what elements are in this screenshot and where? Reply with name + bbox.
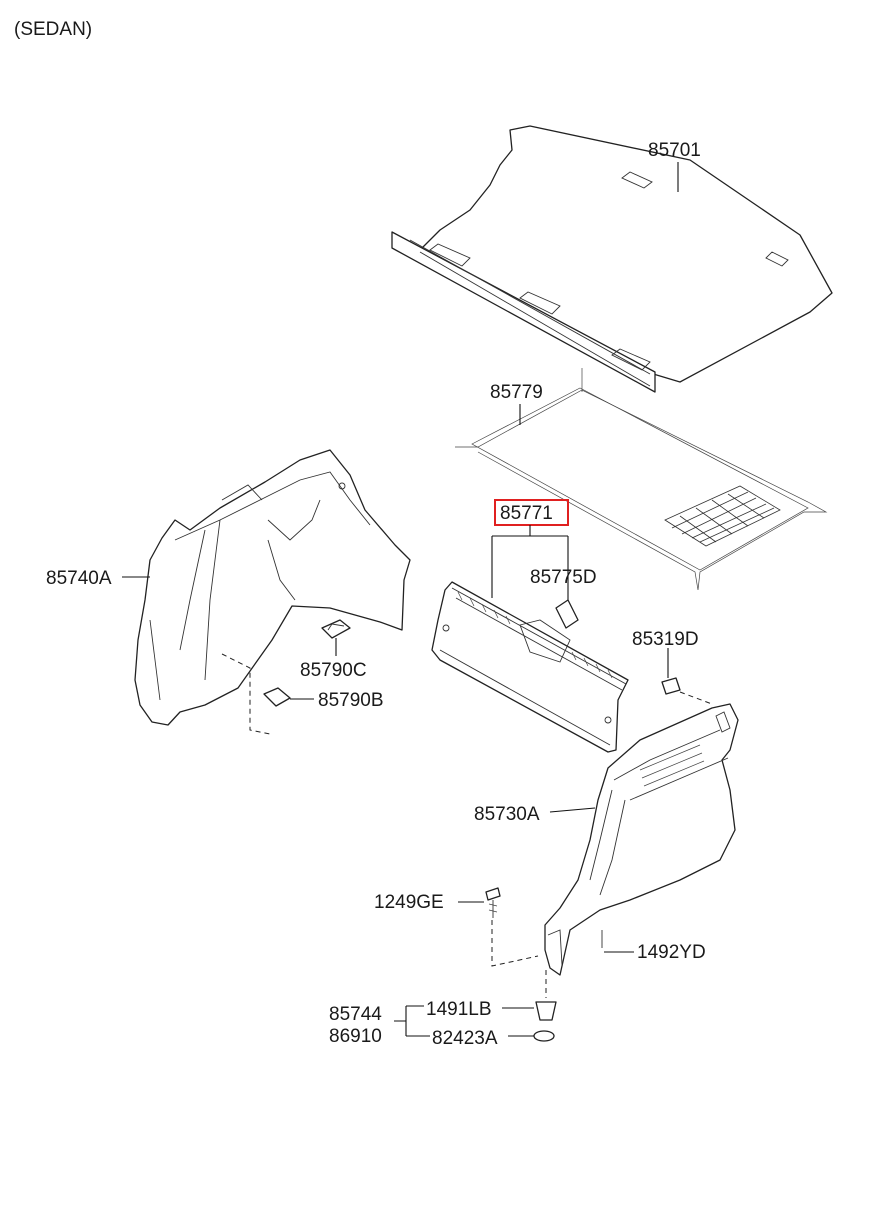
dashed-guide-85319D [679, 691, 713, 705]
callout-85775D[interactable]: 85775D [530, 567, 597, 588]
part-85319D-fastener[interactable] [661, 677, 681, 695]
callout-85740A[interactable]: 85740A [46, 568, 112, 589]
callout-85701[interactable]: 85701 [648, 140, 701, 161]
callout-85744[interactable]: 85744 [329, 1004, 382, 1025]
part-85790B-clip[interactable] [263, 687, 291, 707]
dashed-guide-1249GE [491, 920, 539, 967]
callout-85771[interactable]: 85771 [500, 503, 553, 524]
part-1491LB-clip[interactable] [535, 1001, 557, 1021]
leader-85730A [549, 807, 596, 813]
callout-1249GE[interactable]: 1249GE [374, 892, 444, 913]
part-85790C-clip[interactable] [321, 619, 351, 639]
callout-86910[interactable]: 86910 [329, 1026, 382, 1047]
highlight-box-85771 [494, 499, 569, 526]
part-85775D-clip[interactable] [555, 599, 579, 629]
callout-1492YD[interactable]: 1492YD [637, 942, 706, 963]
bracket-85744-86910 [394, 1005, 430, 1037]
callout-85779[interactable]: 85779 [490, 382, 543, 403]
part-1249GE-screw[interactable] [485, 887, 501, 918]
part-85771-trunk-sill-trim[interactable] [431, 581, 629, 753]
part-85740A-side-trim[interactable] [134, 449, 411, 726]
callout-85730A[interactable]: 85730A [474, 804, 540, 825]
part-82423A-washer[interactable] [533, 1030, 555, 1042]
dashed-guide-85790B [221, 653, 271, 735]
part-85701-rear-shelf[interactable] [391, 125, 833, 393]
variant-note: (SEDAN) [14, 19, 92, 40]
leader-85771 [491, 525, 569, 600]
callout-85790B[interactable]: 85790B [318, 690, 384, 711]
callout-85319D[interactable]: 85319D [632, 629, 699, 650]
part-85730A-side-trim[interactable] [544, 703, 739, 976]
part-85779-luggage-net[interactable] [455, 368, 828, 591]
callout-82423A[interactable]: 82423A [432, 1028, 498, 1049]
callout-1491LB[interactable]: 1491LB [426, 999, 492, 1020]
callout-85790C[interactable]: 85790C [300, 660, 367, 681]
